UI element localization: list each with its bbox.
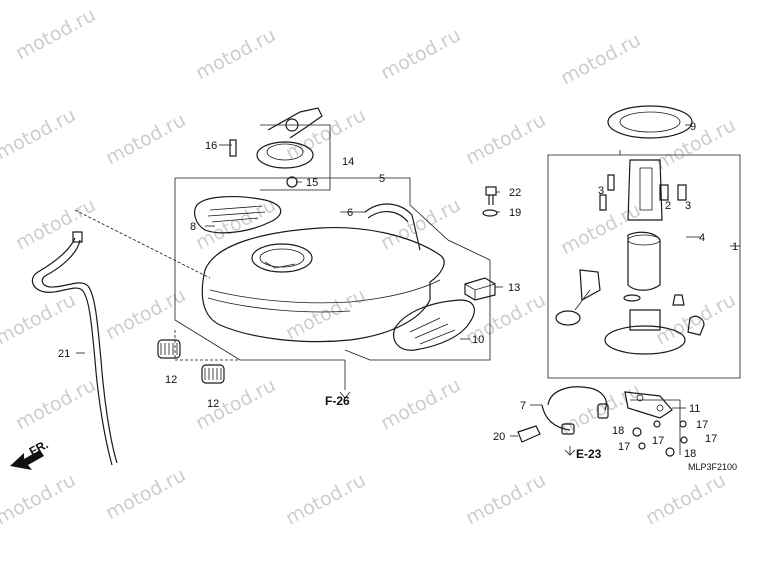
callout-8: 8 bbox=[190, 221, 196, 233]
callout-21: 21 bbox=[58, 348, 70, 360]
watermark: motod.ru bbox=[102, 464, 189, 524]
bracket-11 bbox=[624, 391, 673, 419]
watermark: motod.ru bbox=[282, 284, 369, 344]
watermark: motod.ru bbox=[377, 24, 464, 84]
fasteners-17-18 bbox=[632, 420, 688, 457]
bolt-15 bbox=[286, 176, 298, 188]
callout-12a: 12 bbox=[165, 374, 177, 386]
watermark: motod.ru bbox=[0, 469, 79, 529]
watermark: motod.ru bbox=[377, 194, 464, 254]
callout-17c: 17 bbox=[705, 433, 717, 445]
washer-19 bbox=[482, 209, 498, 217]
callout-6: 6 bbox=[347, 207, 353, 219]
watermark: motod.ru bbox=[102, 284, 189, 344]
watermark: motod.ru bbox=[12, 4, 99, 64]
callout-20: 20 bbox=[493, 431, 505, 443]
watermark: motod.ru bbox=[0, 104, 79, 164]
callout-10: 10 bbox=[472, 334, 484, 346]
callout-18a: 18 bbox=[612, 425, 624, 437]
callout-9: 9 bbox=[690, 121, 696, 133]
fuel-hose-7 bbox=[541, 386, 609, 435]
watermark: motod.ru bbox=[642, 469, 729, 529]
callout-16: 16 bbox=[205, 140, 217, 152]
watermark: motod.ru bbox=[652, 289, 739, 349]
arrow-icon bbox=[10, 450, 44, 470]
callout-3a: 3 bbox=[598, 185, 604, 197]
mount-rubber-13 bbox=[464, 277, 496, 301]
bolt-16 bbox=[229, 139, 237, 157]
bolt-22 bbox=[485, 186, 497, 205]
ref-f26[interactable]: F-26 bbox=[325, 394, 350, 408]
callout-18b: 18 bbox=[684, 448, 696, 460]
fuel-cap bbox=[229, 107, 323, 188]
callout-17d: 17 bbox=[618, 441, 630, 453]
callout-17b: 17 bbox=[696, 419, 708, 431]
ref-e23[interactable]: E-23 bbox=[576, 447, 602, 461]
watermark: motod.ru bbox=[462, 109, 549, 169]
callout-19: 19 bbox=[509, 207, 521, 219]
fuel-pump-assembly bbox=[555, 105, 705, 355]
watermark: motod.ru bbox=[102, 109, 189, 169]
damper-12b bbox=[201, 364, 225, 384]
callout-22: 22 bbox=[509, 187, 521, 199]
fuel-tank bbox=[201, 226, 475, 351]
callouts: 1 2 3 3 4 5 6 7 8 9 10 11 12 12 13 14 15… bbox=[58, 121, 738, 460]
callout-1: 1 bbox=[732, 241, 738, 253]
callout-12b: 12 bbox=[207, 398, 219, 410]
watermark: motod.ru bbox=[377, 374, 464, 434]
front-arrow: FR. bbox=[10, 437, 50, 470]
callout-4: 4 bbox=[699, 232, 705, 244]
watermark: motod.ru bbox=[12, 194, 99, 254]
leader-lines bbox=[74, 124, 740, 456]
pump-ring-9 bbox=[607, 105, 693, 139]
watermark: motod.ru bbox=[557, 199, 644, 259]
callout-14: 14 bbox=[342, 156, 354, 168]
callout-15: 15 bbox=[306, 177, 318, 189]
callout-13: 13 bbox=[508, 282, 520, 294]
knee-pad-left bbox=[194, 196, 282, 234]
callout-7: 7 bbox=[520, 400, 526, 412]
group-outlines bbox=[174, 124, 741, 455]
callout-3b: 3 bbox=[685, 200, 691, 212]
watermark: motod.ru bbox=[557, 29, 644, 89]
callout-2: 2 bbox=[665, 200, 671, 212]
watermark: motod.ru bbox=[462, 469, 549, 529]
tank-hose-6 bbox=[364, 203, 421, 251]
drain-hose bbox=[31, 231, 118, 466]
callout-11: 11 bbox=[689, 403, 700, 415]
callout-5: 5 bbox=[379, 173, 385, 185]
watermark: motod.ru bbox=[192, 24, 279, 84]
diagram-code: MLP3F2100 bbox=[688, 462, 737, 472]
damper-12a bbox=[157, 339, 181, 359]
watermark: motod.ru bbox=[282, 469, 369, 529]
watermark: motod.ru bbox=[12, 374, 99, 434]
clip-20 bbox=[517, 425, 541, 443]
callout-17a: 17 bbox=[652, 435, 664, 447]
watermark: motod.ru bbox=[0, 289, 79, 349]
